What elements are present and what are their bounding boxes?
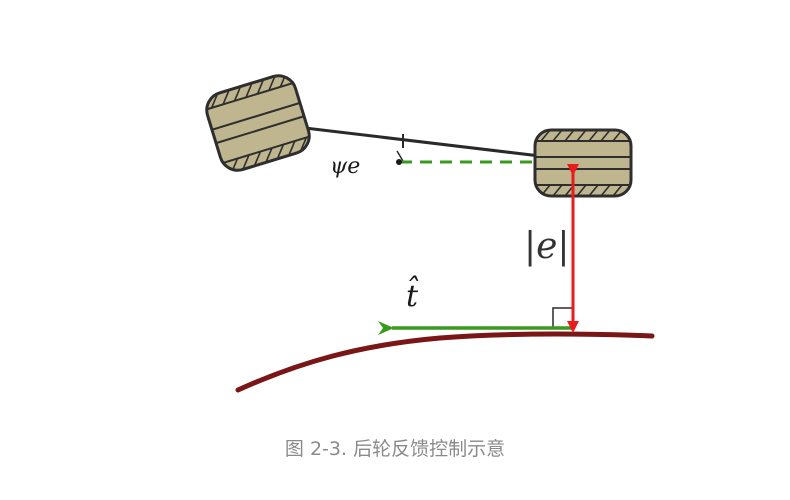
angle-vertex-dot (396, 159, 402, 165)
reference-path (235, 331, 655, 393)
figure-caption: 图 2-3. 后轮反馈控制示意 (284, 438, 506, 460)
heading-error-label: ψe (330, 154, 360, 179)
lateral-error-label: |e| (524, 226, 570, 267)
front-tire (205, 72, 311, 174)
angle-bracket (396, 150, 404, 162)
rear-tire (533, 128, 633, 198)
right-angle-marker (552, 307, 573, 328)
vehicle-axle (304, 126, 541, 158)
tangent-label: t̂ (406, 275, 419, 314)
